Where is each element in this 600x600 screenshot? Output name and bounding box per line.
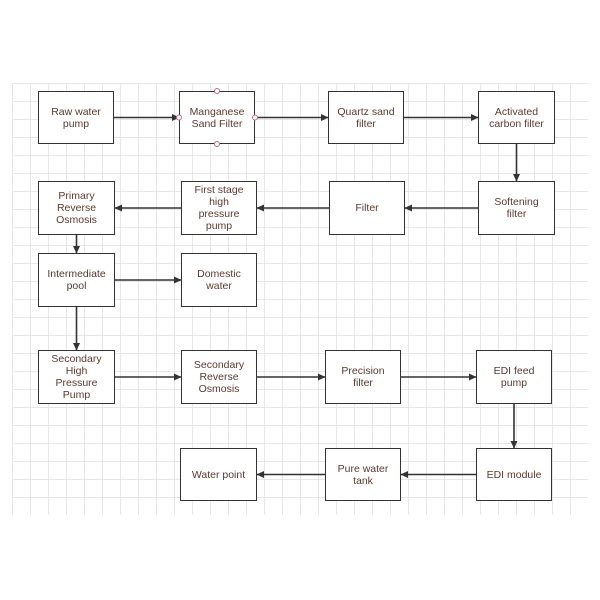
node-secondary-high-pressure-pump[interactable]: Secondary High Pressure Pump [38,350,115,404]
node-activated-carbon-filter[interactable]: Activated carbon filter [478,91,555,144]
grid-background [12,83,588,515]
node-edi-module[interactable]: EDI module [476,448,552,501]
node-intermediate-pool[interactable]: Intermediate pool [38,253,115,307]
node-pure-water-tank[interactable]: Pure water tank [325,448,401,501]
node-label: Manganese Sand Filter [189,105,245,130]
node-label: Secondary High Pressure Pump [51,353,102,401]
node-precision-filter[interactable]: Precision filter [325,350,401,404]
port-marker-top [214,88,220,94]
node-label: Intermediate pool [47,268,106,292]
node-label: Quartz sand filter [337,105,395,130]
node-manganese-sand-filter[interactable]: Manganese Sand Filter [179,91,255,144]
node-label: Water point [191,468,246,481]
node-softening-filter[interactable]: Softening filter [478,181,555,235]
port-marker-left [176,114,182,121]
node-label: Primary Reverse Osmosis [56,190,97,226]
node-label: Domestic water [197,268,241,292]
node-label: Secondary Reverse Osmosis [193,359,245,395]
node-label: EDI feed pump [493,365,535,389]
node-raw-water-pump[interactable]: Raw water pump [38,91,114,144]
node-label: Filter [355,202,379,214]
node-quartz-sand-filter[interactable]: Quartz sand filter [328,91,404,144]
node-label: Activated carbon filter [489,105,544,130]
node-primary-reverse-osmosis[interactable]: Primary Reverse Osmosis [38,181,115,235]
node-label: Precision filter [341,365,385,389]
port-marker-bottom [214,141,220,147]
node-first-stage-high-pressure-pump[interactable]: First stage high pressure pump [181,181,257,235]
node-label: EDI module [486,468,542,481]
node-domestic-water[interactable]: Domestic water [181,253,257,307]
node-edi-feed-pump[interactable]: EDI feed pump [476,350,552,404]
connection-port-markers [176,88,258,147]
node-filter[interactable]: Filter [329,181,405,235]
node-label: Softening filter [494,196,539,220]
node-water-point[interactable]: Water point [180,448,257,501]
node-secondary-reverse-osmosis[interactable]: Secondary Reverse Osmosis [181,350,257,404]
node-label: First stage high pressure pump [194,184,244,232]
node-label: Raw water pump [51,105,101,130]
port-marker-right [252,114,258,121]
node-label: Pure water tank [337,462,389,487]
